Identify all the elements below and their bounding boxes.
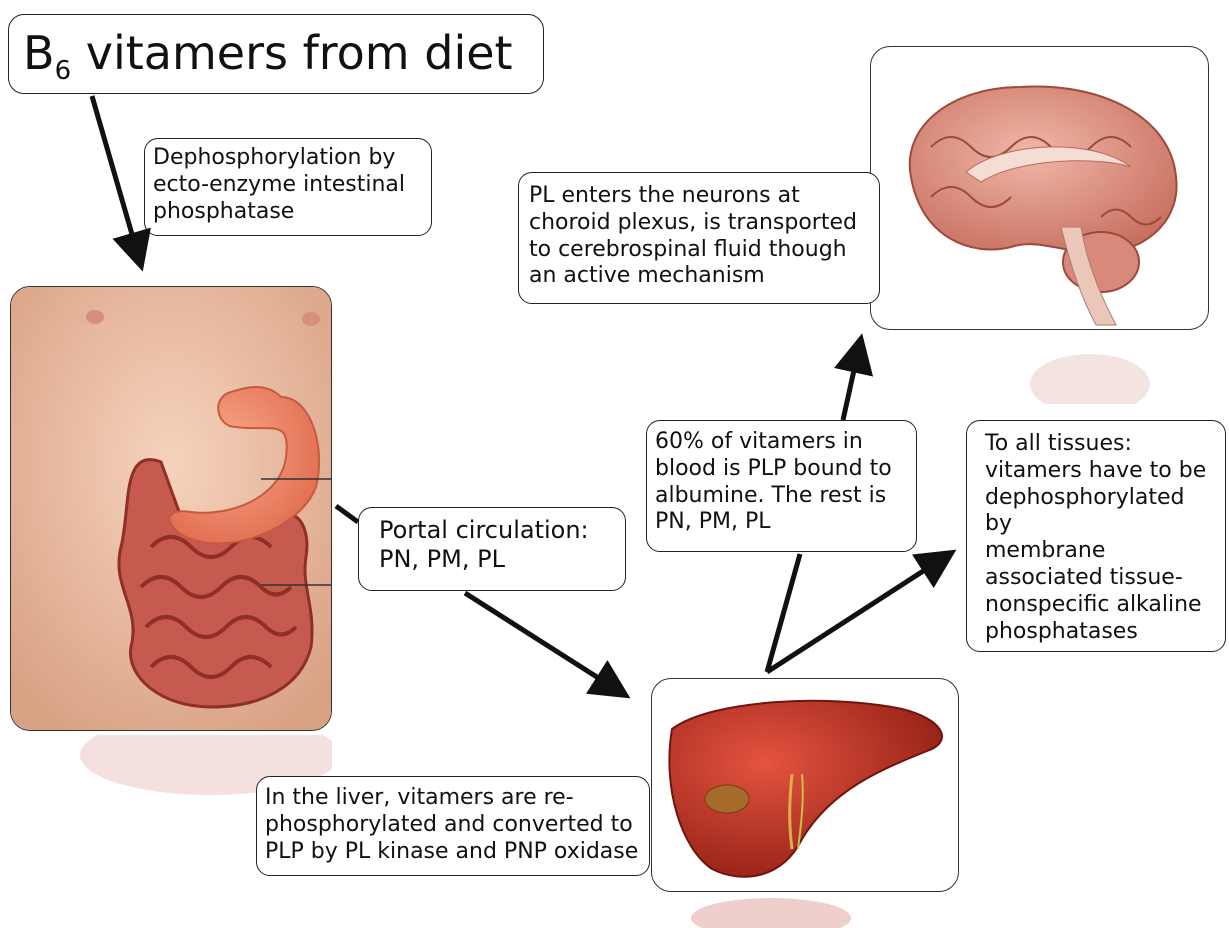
arrow-intestine-to-portal <box>336 506 358 522</box>
arrow-portal-to-liver <box>465 593 622 693</box>
arrow-diet-to-intestine <box>92 96 140 262</box>
arrow-blood-to-brain <box>843 343 860 420</box>
